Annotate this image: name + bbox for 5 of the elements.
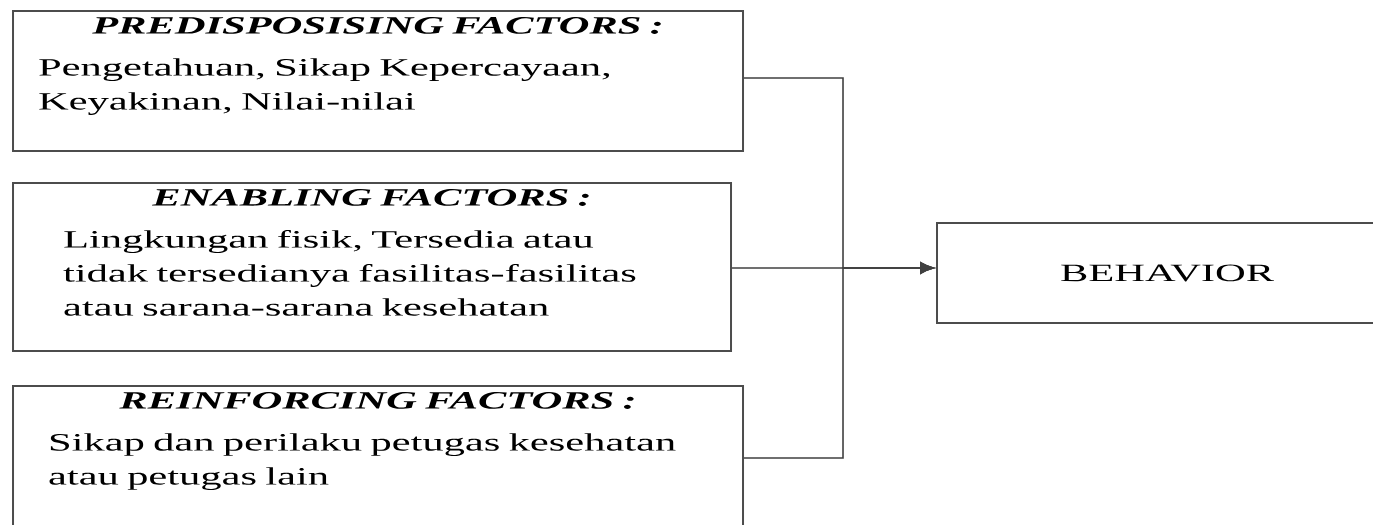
factor-box: PREDISPOSISING FACTORS : Pengetahuan, Sikap Kepercayaan, Keyakinan, Nilai-nilai [12,10,744,152]
factor-box: ENABLING FACTORS : Lingkungan fisik, Tersedia atau tidak tersedianya fasilitas-fasilitas atau sarana-sarana kesehatan [12,182,732,352]
factor-box: REINFORCING FACTORS : Sikap dan perilaku petugas kesehatan atau petugas lain [12,385,744,525]
arrow [743,262,934,459]
behavior-box: BEHAVIOR [936,222,1373,324]
